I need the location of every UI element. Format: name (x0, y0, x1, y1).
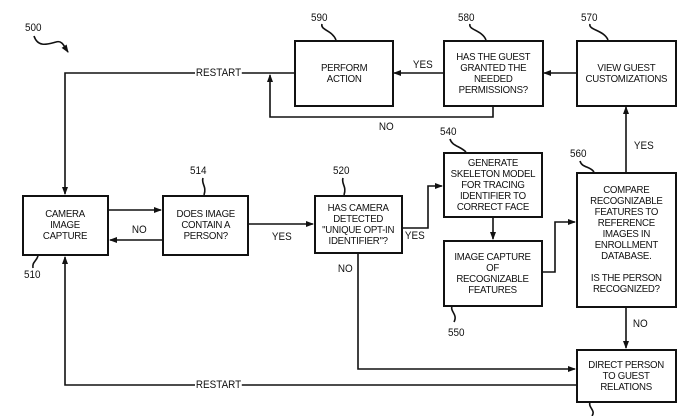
leader-514 (201, 177, 206, 196)
node-text: GENERATE SKELETON MODEL FOR TRACING IDEN… (450, 156, 536, 213)
edge-590-restart (62, 72, 294, 195)
ref-540: 540 (440, 126, 457, 138)
label-restart-bottom: RESTART (195, 379, 243, 391)
leader-relations (588, 401, 594, 416)
node-camera-image-capture: CAMERA IMAGE CAPTURE (22, 195, 109, 256)
label-no-580: NO (378, 121, 394, 133)
leader-510 (32, 255, 39, 269)
node-guest-permissions: HAS THE GUEST GRANTED THE NEEDED PERMISS… (443, 40, 544, 107)
leader-590 (321, 23, 337, 41)
leader-550 (450, 305, 456, 323)
edge-520-relations-no (357, 253, 576, 372)
node-does-image-contain-person: DOES IMAGE CONTAIN A PERSON? (162, 195, 249, 256)
ref-514: 514 (190, 165, 207, 177)
node-text: VIEW GUEST CUSTOMIZATIONS (585, 61, 668, 85)
label-yes-580: YES (412, 59, 433, 71)
node-text: CAMERA IMAGE CAPTURE (43, 208, 88, 242)
label-yes-560: YES (633, 140, 654, 152)
figure-ref-label: 500 (25, 22, 42, 34)
ref-570: 570 (581, 12, 598, 24)
leader-580 (469, 23, 487, 41)
leader-540 (449, 138, 467, 153)
leader-560 (579, 160, 595, 173)
node-text: DOES IMAGE CONTAIN A PERSON? (176, 208, 235, 242)
node-text: HAS THE GUEST GRANTED THE NEEDED PERMISS… (456, 50, 531, 96)
label-no-514: NO (131, 224, 147, 236)
edge-520-540-yes (402, 183, 443, 229)
node-text: DIRECT PERSON TO GUEST RELATIONS (588, 358, 665, 393)
ref-550: 550 (448, 327, 465, 339)
node-direct-to-guest-relations: DIRECT PERSON TO GUEST RELATIONS (576, 349, 677, 403)
node-compare-features: COMPARE RECOGNIZABLE FEATURES TO REFEREN… (576, 172, 677, 308)
node-text: PERFORM ACTION (320, 61, 368, 85)
node-text: HAS CAMERA DETECTED "UNIQUE OPT-IN IDENT… (322, 201, 395, 247)
node-generate-skeleton-model: GENERATE SKELETON MODEL FOR TRACING IDEN… (443, 152, 543, 218)
label-restart-top: RESTART (195, 67, 243, 79)
edge-580-no-loop (267, 74, 494, 118)
node-text: COMPARE RECOGNIZABLE FEATURES TO REFEREN… (590, 184, 663, 295)
figure-ref-arrow (33, 35, 69, 53)
node-view-guest-customizations: VIEW GUEST CUSTOMIZATIONS (576, 40, 677, 107)
edge-relations-restart (62, 256, 576, 386)
node-has-camera-detected-identifier: HAS CAMERA DETECTED "UNIQUE OPT-IN IDENT… (314, 195, 403, 254)
label-yes-520: YES (404, 230, 425, 242)
edge-550-560 (542, 219, 576, 273)
ref-580: 580 (458, 12, 475, 24)
leader-570 (589, 23, 609, 41)
label-no-520: NO (337, 263, 353, 275)
leader-520 (341, 177, 346, 196)
node-perform-action: PERFORM ACTION (294, 40, 394, 107)
ref-590: 590 (311, 12, 328, 24)
node-text: IMAGE CAPTURE OF RECOGNIZABLE FEATURES (454, 250, 532, 296)
ref-520: 520 (333, 165, 350, 177)
ref-510: 510 (24, 269, 41, 281)
ref-560: 560 (570, 148, 587, 160)
node-image-capture-features: IMAGE CAPTURE OF RECOGNIZABLE FEATURES (443, 240, 543, 307)
label-yes-514: YES (271, 231, 292, 243)
label-no-560: NO (632, 318, 648, 330)
